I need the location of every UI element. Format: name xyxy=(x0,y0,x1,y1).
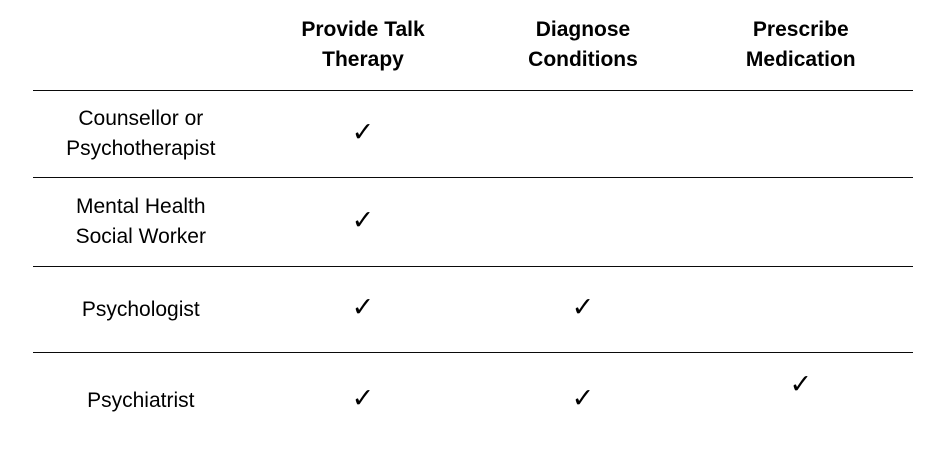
column-header-diagnose-conditions: Diagnose Conditions xyxy=(528,18,638,71)
checkmark-icon: ✓ xyxy=(571,292,595,322)
table-row-psychiatrist: Psychiatrist ✓ ✓ ✓ xyxy=(33,353,913,448)
checkmark-icon: ✓ xyxy=(789,369,813,399)
column-header-provide-talk-therapy: Provide Talk Therapy xyxy=(301,18,425,71)
row-label-psychologist: Psychologist xyxy=(81,297,200,321)
cell-psychiatrist-diagnose: ✓ xyxy=(477,385,688,416)
cell-counsellor-prescribe xyxy=(689,119,913,149)
row-label-mental-health-social-worker: Mental Health Social Worker xyxy=(75,195,206,248)
cell-psychiatrist-talk-therapy: ✓ xyxy=(249,385,478,416)
checkmark-icon: ✓ xyxy=(351,116,375,147)
table-row-psychologist: Psychologist ✓ ✓ xyxy=(33,267,913,353)
column-header-prescribe-medication: Prescribe Medication xyxy=(745,18,856,71)
checkmark-icon: ✓ xyxy=(351,292,375,322)
cell-counsellor-diagnose xyxy=(477,119,688,149)
checkmark-icon: ✓ xyxy=(351,383,375,413)
cell-social-worker-talk-therapy: ✓ xyxy=(249,204,478,238)
table-row-mental-health-social-worker: Mental Health Social Worker ✓ xyxy=(33,178,913,267)
checkmark-icon: ✓ xyxy=(351,204,375,235)
cell-social-worker-diagnose xyxy=(477,207,688,237)
roles-comparison-table: Provide Talk Therapy Diagnose Conditions… xyxy=(33,0,913,448)
cell-psychologist-diagnose: ✓ xyxy=(477,294,688,325)
cell-social-worker-prescribe xyxy=(689,207,913,237)
row-label-psychiatrist: Psychiatrist xyxy=(87,388,195,412)
cell-psychologist-prescribe xyxy=(689,295,913,325)
row-label-counsellor-psychotherapist: Counsellor or Psychotherapist xyxy=(66,107,216,160)
cell-psychologist-talk-therapy: ✓ xyxy=(249,294,478,325)
cell-psychiatrist-prescribe: ✓ xyxy=(689,371,913,416)
checkmark-icon: ✓ xyxy=(571,383,595,413)
table-row-counsellor-psychotherapist: Counsellor or Psychotherapist ✓ xyxy=(33,91,913,178)
cell-counsellor-talk-therapy: ✓ xyxy=(249,116,478,150)
table-header-row: Provide Talk Therapy Diagnose Conditions… xyxy=(33,0,913,91)
